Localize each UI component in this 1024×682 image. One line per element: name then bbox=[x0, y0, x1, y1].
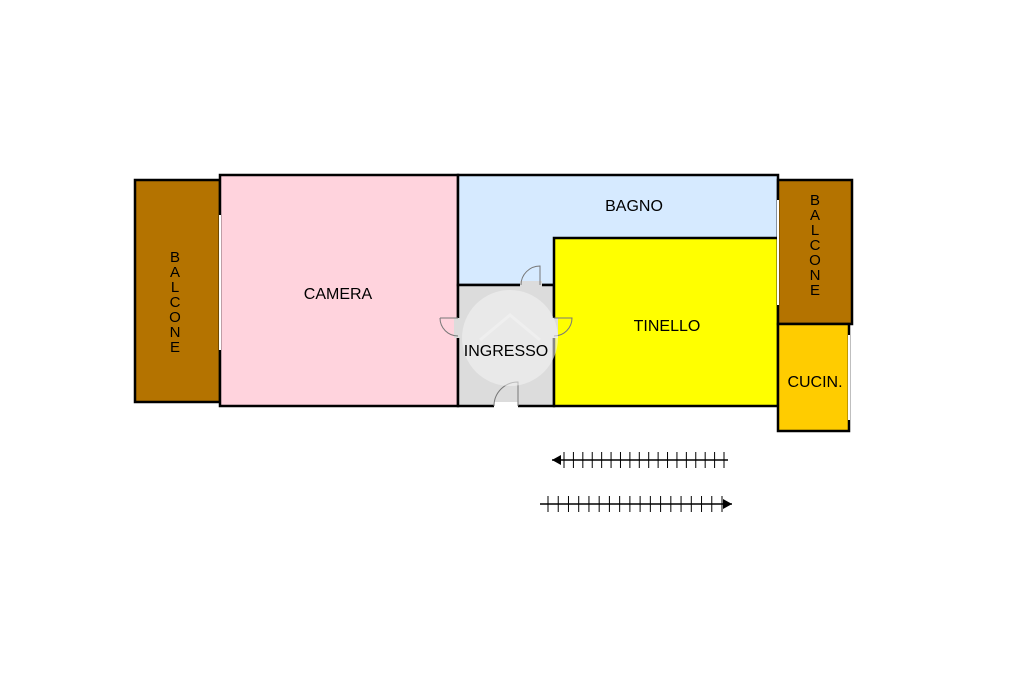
label-bagno: BAGNO bbox=[605, 198, 663, 215]
stair-arrowhead bbox=[552, 455, 561, 465]
balcone-letter: O bbox=[169, 309, 181, 326]
label-camera: CAMERA bbox=[304, 286, 373, 303]
balcone-letter: A bbox=[170, 264, 180, 281]
camera-room bbox=[218, 173, 460, 408]
balcone-letter: B bbox=[810, 192, 820, 209]
label-tinello: TINELLO bbox=[634, 318, 701, 335]
stair-arrowhead bbox=[723, 499, 732, 509]
door-camera bbox=[439, 317, 462, 338]
balcone-letter: L bbox=[171, 279, 179, 296]
label-ingresso: INGRESSO bbox=[464, 343, 548, 360]
tinello-room bbox=[552, 236, 780, 408]
balcone-letter: C bbox=[810, 237, 821, 254]
balcone-letter: N bbox=[170, 324, 181, 341]
balcone-letter: L bbox=[811, 222, 819, 239]
label-cucinotto: CUCIN. bbox=[787, 374, 842, 391]
balcone-letter: E bbox=[810, 282, 820, 299]
balcone-letter: C bbox=[170, 294, 181, 311]
balcone-letter: A bbox=[810, 207, 820, 224]
watermark-logo bbox=[462, 290, 558, 386]
balcone-letter: N bbox=[810, 267, 821, 284]
balcone-left-room bbox=[133, 178, 222, 404]
door-bagno bbox=[520, 265, 542, 289]
stair-arrow-right bbox=[540, 496, 732, 512]
stair-arrow-left bbox=[552, 452, 728, 468]
balcone-letter: O bbox=[809, 252, 821, 269]
balcone-letter: B bbox=[170, 249, 180, 266]
cucinotto-room bbox=[776, 322, 851, 433]
balcone-letter: E bbox=[170, 339, 180, 356]
